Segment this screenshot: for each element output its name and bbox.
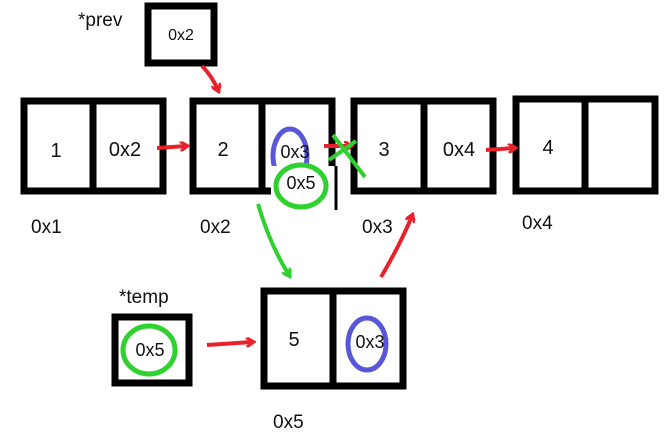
node-0x3-next: 0x4: [443, 139, 475, 161]
node-0x1: 1 0x2 0x1: [20, 97, 167, 238]
node-0x3-data: 3: [378, 139, 389, 161]
node-0x2-new-next: 0x5: [286, 173, 315, 193]
removed-link-cross: [327, 133, 367, 179]
node-0x2-data: 2: [217, 139, 228, 161]
node-0x4-address: 0x4: [522, 213, 553, 234]
node-0x1-next: 0x2: [109, 139, 141, 161]
temp-pointer: *temp 0x5: [111, 287, 193, 387]
node-0x5-address: 0x5: [273, 412, 304, 433]
node-0x3: 3 0x4 0x3: [350, 97, 497, 238]
node-0x5: 5 0x3 0x5: [260, 287, 407, 433]
node-0x2-next: 0x3: [280, 142, 309, 162]
temp-to-node-0x5-arrow: [206, 342, 252, 345]
prev-pointer: *prev 0x2: [78, 2, 218, 67]
node-0x4: 4 0x4: [512, 95, 659, 234]
temp-pointer-label: *temp: [119, 287, 169, 308]
node-0x1-to-node-0x2-arrow: [156, 146, 186, 148]
node-0x5-next: 0x3: [355, 332, 384, 352]
prev-to-node-0x2-arrow: [200, 64, 218, 90]
node-0x2-new-next-highlight: [273, 162, 329, 210]
node-0x1-data: 1: [50, 140, 61, 162]
node-0x2-address: 0x2: [200, 217, 231, 238]
node-0x2: 2 0x3 0x5 0x2: [189, 97, 338, 238]
prev-pointer-value: 0x2: [168, 27, 194, 44]
node-0x4-data: 4: [542, 137, 553, 159]
node-0x3-to-node-0x4-arrow: [485, 148, 514, 150]
temp-pointer-highlight: [120, 323, 178, 377]
temp-pointer-value: 0x5: [135, 340, 164, 360]
prev-pointer-label: *prev: [78, 10, 123, 31]
node-0x5-to-node-0x3-arrow: [379, 216, 412, 279]
prev-pointer-box: [144, 2, 218, 67]
node-0x5-data: 5: [288, 329, 299, 351]
node-0x3-address: 0x3: [362, 217, 393, 238]
node-0x5-next-highlight: [345, 315, 389, 373]
node-0x2-to-node-0x5-new-arrow: [256, 203, 289, 275]
node-0x1-address: 0x1: [31, 217, 62, 238]
